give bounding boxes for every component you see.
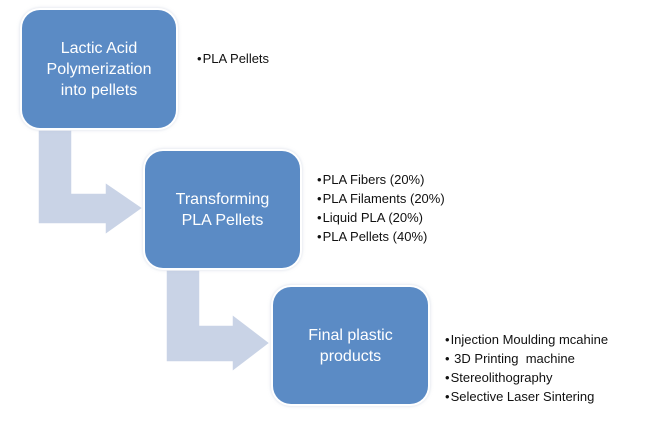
list-item: Liquid PLA (20%): [317, 208, 445, 227]
step-1-outputs-list: PLA Pellets: [197, 49, 270, 68]
step-title: Final plastic products: [308, 326, 393, 365]
list-item: Selective Laser Sintering: [445, 387, 608, 406]
step-box-final-products: Final plastic products: [273, 287, 428, 404]
list-item: Injection Moulding mcahine: [445, 330, 609, 349]
step-3-outputs-list: Injection Moulding mcahine 3D Printing m…: [445, 330, 609, 406]
list-item: PLA Pellets (40%): [317, 227, 445, 246]
list-item: PLA Pellets: [197, 49, 270, 68]
list-item: PLA Filaments (20%): [317, 189, 445, 208]
step-box-polymerization: Lactic Acid Polymerization into pellets: [22, 10, 176, 128]
bent-arrow-2-icon: [165, 269, 272, 374]
list-item: PLA Fibers (20%): [317, 170, 445, 189]
bent-arrow-1-icon: [37, 129, 145, 237]
list-item: Stereolithography: [445, 368, 608, 387]
list-item: 3D Printing machine: [445, 349, 608, 368]
step-2-outputs-list: PLA Fibers (20%) PLA Filaments (20%) Liq…: [317, 170, 445, 246]
step-title: Lactic Acid Polymerization into pellets: [46, 39, 152, 99]
step-title: Transforming PLA Pellets: [175, 190, 270, 229]
step-box-transforming: Transforming PLA Pellets: [145, 151, 300, 268]
